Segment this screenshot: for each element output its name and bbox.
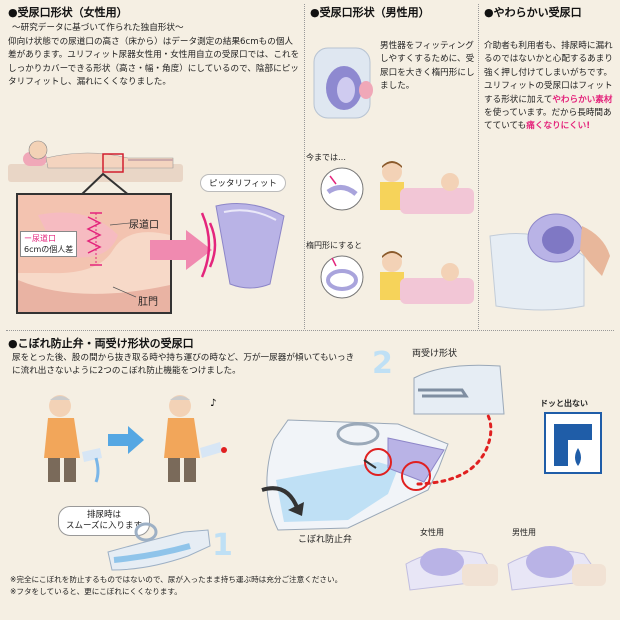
urinal-small-illustration — [107, 522, 211, 571]
person-lying-illustration — [8, 140, 183, 182]
both-shape-inset — [413, 364, 505, 415]
soft-heading: ●やわらかい受尿口 — [484, 6, 582, 19]
soft-body: 介助者も利用者も、排尿時に漏れるのではないかと心配するあまり強く押し付けてしまい… — [484, 40, 614, 134]
note-1: ※完全にこぼれを防止するものではないので、尿が入ったまま持ち運ぶ時は充分ご注意く… — [10, 575, 343, 584]
urethra-label: 尿道口 — [129, 220, 159, 231]
smooth-flow-line2: スムーズに入ります — [65, 521, 143, 531]
smooth-flow-line1: 排尿時は — [86, 510, 121, 520]
caregiver-before-illustration — [380, 161, 474, 214]
anatomy-diagram: 尿道口 ー尿道口 6cmの個人差 肛門 — [16, 193, 172, 314]
caregiver-after-illustration — [380, 251, 474, 304]
individual-difference-label: ー尿道口 6cmの個人差 — [20, 231, 78, 257]
oval-opening-circle — [320, 255, 364, 299]
no-gush-icon — [544, 412, 602, 474]
divider-right — [478, 4, 479, 329]
male-heading: ●受尿口形状（男性用） — [310, 6, 430, 19]
fit-label: ピッタリフィット — [200, 174, 286, 192]
divider-left — [304, 4, 305, 329]
valve-label: こぼれ防止弁 — [298, 535, 353, 545]
arrow-right-icon — [150, 230, 212, 270]
before-label: 今までは… — [306, 153, 346, 162]
narrow-opening-circle — [320, 167, 364, 211]
number-2: 2 — [372, 346, 393, 381]
female-subtitle: ～研究データに基づいて作られた独自形状～ — [12, 23, 184, 33]
dotto-label: ドッと出ない — [540, 399, 588, 408]
male-body: 男性器をフィッティングしやすくするために、受尿口を大きく楕円形にしました。 — [380, 41, 475, 92]
spill-heading: ●こぼれ防止弁・両受け形状の受尿口 — [8, 337, 194, 350]
male-product-label: 男性用 — [512, 528, 536, 537]
divider-middle — [6, 330, 614, 331]
highlight-circles — [363, 448, 431, 491]
fit-wave-icon — [200, 212, 217, 278]
svg-text:♪: ♪ — [210, 398, 216, 409]
soft-body-part2: を使っています。だから長時間あてていても — [484, 108, 612, 132]
male-receptacle-illustration — [313, 47, 373, 119]
male-product-photo — [507, 546, 606, 591]
soft-highlight-painless: 痛くなりにくい! — [526, 121, 591, 132]
spill-body: 尿をとった後、股の間から抜き取る時や持ち運びの時など、万が一尿器が傾いてもいっき… — [12, 353, 355, 377]
after-label: 楕円形にすると — [306, 241, 363, 250]
soft-highlight-material: やわらかい素材 — [552, 94, 613, 105]
individual-difference-line1: ー尿道口 — [24, 234, 56, 243]
both-shape-label: 両受け形状 — [412, 349, 458, 359]
soft-receptacle-illustration — [489, 213, 610, 311]
female-product-label: 女性用 — [420, 528, 444, 537]
female-body: 仰向け状態での尿道口の高さ（床から）はデータ測定の結果6cmもの個人差があります… — [8, 37, 300, 88]
anus-label: 肛門 — [138, 297, 158, 308]
individual-difference-line2: 6cmの個人差 — [24, 245, 74, 254]
note-2: ※フタをしていると、更にこぼれにくくなります。 — [10, 587, 182, 596]
curved-arrow-icon — [261, 486, 304, 516]
arrow-right-blue-icon — [108, 426, 144, 454]
soft-body-part1: 介助者も利用者も、排尿時に漏れるのではないかと心配するあまり強く押し付けてしまい… — [484, 41, 613, 105]
elderly-woman-after-illustration: ♪ — [164, 395, 227, 482]
female-heading: ●受尿口形状（女性用） — [8, 6, 128, 19]
elderly-woman-before-illustration — [44, 395, 102, 483]
female-receptacle-illustration — [215, 203, 285, 289]
female-product-photo — [405, 548, 498, 591]
number-1: 1 — [212, 528, 233, 563]
